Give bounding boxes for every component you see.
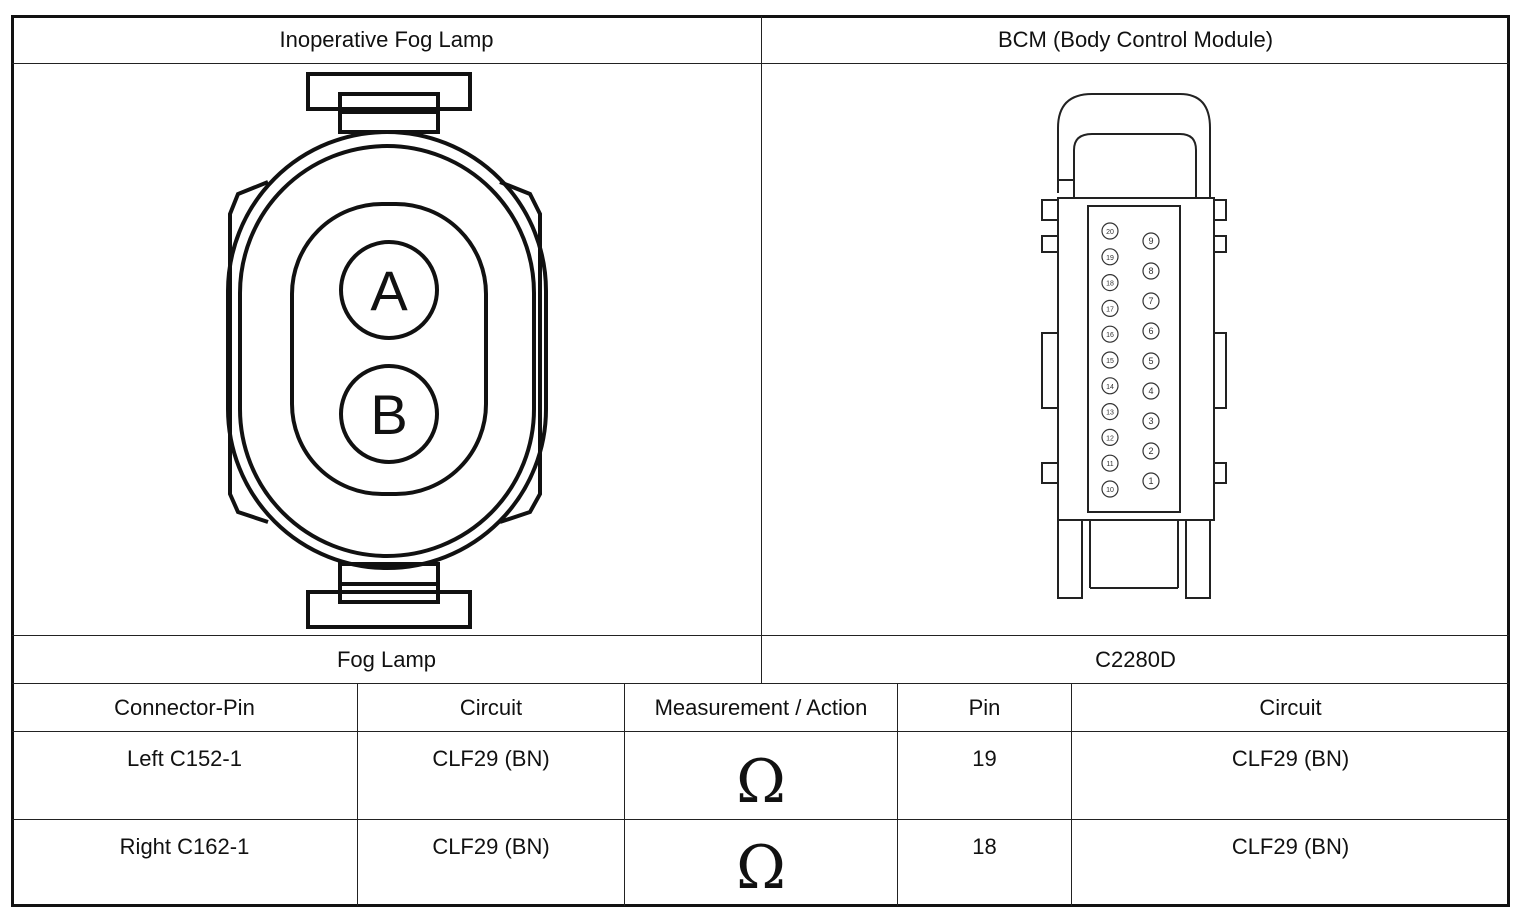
- table-header-connector-pin: Connector-Pin: [12, 684, 357, 731]
- center-divider: [761, 16, 762, 684]
- bcm-pin-10: 10: [1101, 480, 1119, 498]
- bcm-pin-15: 15: [1101, 351, 1119, 369]
- pin-a-label-cell: A: [341, 242, 437, 338]
- pin-b-label: B: [370, 382, 408, 446]
- header-label: Measurement / Action: [654, 694, 868, 720]
- table-row-2-bcm-circuit: CLF29 (BN): [1072, 820, 1509, 906]
- bcm-pin-8: 8: [1142, 262, 1160, 280]
- table-row-2-connector-pin: Right C162-1: [12, 820, 357, 906]
- bcm-pin-3: 3: [1142, 412, 1160, 430]
- header-divider: [12, 63, 1509, 64]
- cell-text: Right C162-1: [119, 834, 250, 859]
- bcm-pin-2: 2: [1142, 442, 1160, 460]
- bcm-pin-label: 6: [1148, 326, 1153, 336]
- bcm-pin-label: 4: [1148, 386, 1153, 396]
- bcm-pin-12: 12: [1101, 428, 1119, 446]
- cell-text: 18: [972, 834, 997, 859]
- bcm-pin-5: 5: [1142, 352, 1160, 370]
- bcm-pin-19: 19: [1101, 248, 1119, 266]
- table-row-divider: [12, 819, 1509, 820]
- ohm-icon: Ω: [736, 746, 786, 817]
- bcm-pin-13: 13: [1101, 403, 1119, 421]
- bcm-pin-4: 4: [1142, 382, 1160, 400]
- pin-a-icon: [339, 240, 439, 340]
- bcm-pin-label: 7: [1148, 296, 1153, 306]
- table-header-circuit: Circuit: [358, 684, 624, 731]
- bcm-pin-label: 19: [1106, 255, 1114, 262]
- bcm-pin-11: 11: [1101, 454, 1119, 472]
- table-row-2-measurement: Ω: [625, 820, 897, 906]
- bcm-pin-16: 16: [1101, 325, 1119, 343]
- bcm-pin-14: 14: [1101, 377, 1119, 395]
- table-row-1-measurement: Ω: [625, 732, 897, 819]
- bcm-pin-label: 18: [1106, 281, 1114, 288]
- bcm-pin-20: 20: [1101, 222, 1119, 240]
- header-label: Connector-Pin: [114, 694, 255, 720]
- pin-a-label: A: [370, 258, 408, 322]
- bcm-pin-18: 18: [1101, 274, 1119, 292]
- cell-text: 19: [972, 746, 997, 771]
- bcm-pin-label: 14: [1106, 384, 1114, 391]
- bcm-pin-label: 17: [1106, 306, 1114, 313]
- table-header-pin: Pin: [898, 684, 1071, 731]
- bcm-pin-label: 1: [1148, 476, 1153, 486]
- bcm-pin-17: 17: [1101, 299, 1119, 317]
- bcm-pin-label: 16: [1106, 332, 1114, 339]
- table-header-divider: [12, 731, 1509, 732]
- right-title: BCM (Body Control Module): [997, 26, 1274, 52]
- bcm-pin-label: 5: [1148, 356, 1153, 366]
- bcm-connector-drawing: 20 19 18 17 16 15 14 13 12 11 10 9 8 7 6 5 4 3 2 1: [1041, 93, 1227, 599]
- ohm-icon: Ω: [736, 833, 786, 903]
- cell-text: Left C152-1: [127, 746, 242, 771]
- fog-lamp-caption: Fog Lamp: [336, 646, 437, 672]
- bcm-pin-label: 20: [1106, 229, 1114, 236]
- header-label: Pin: [968, 694, 1001, 720]
- bcm-pin-label: 12: [1106, 435, 1114, 442]
- bcm-pin-label: 2: [1148, 446, 1153, 456]
- left-header: Inoperative Fog Lamp: [12, 16, 761, 63]
- table-row-1-connector-pin: Left C152-1: [12, 732, 357, 819]
- bcm-pin-1: 1: [1142, 472, 1160, 490]
- table-col-divider-4: [1071, 684, 1072, 906]
- right-header: BCM (Body Control Module): [762, 16, 1509, 63]
- pin-b-label-cell: B: [341, 366, 437, 462]
- bcm-pin-label: 11: [1106, 461, 1113, 468]
- fog-lamp-connector-drawing: [226, 72, 548, 629]
- bcm-pin-label: 8: [1148, 266, 1153, 276]
- table-row-1-bcm-circuit: CLF29 (BN): [1072, 732, 1509, 819]
- table-row-2-circuit: CLF29 (BN): [358, 820, 624, 906]
- bcm-pin-label: 15: [1106, 358, 1114, 365]
- cell-text: CLF29 (BN): [432, 834, 550, 859]
- cell-text: CLF29 (BN): [1231, 834, 1350, 859]
- left-title: Inoperative Fog Lamp: [279, 26, 494, 52]
- header-label: Circuit: [459, 694, 523, 720]
- bcm-pin-label: 13: [1106, 410, 1114, 417]
- table-header-bcm-circuit: Circuit: [1072, 684, 1509, 731]
- caption-divider: [12, 683, 1509, 684]
- table-col-divider-2: [624, 684, 625, 906]
- pin-b-icon: [339, 364, 439, 464]
- bcm-pin-label: 3: [1148, 416, 1153, 426]
- bcm-pin-grid: 20 19 18 17 16 15 14 13 12 11 10 9 8 7 6 5 4 3 2 1: [1101, 222, 1160, 498]
- bcm-pin-label: 9: [1148, 236, 1153, 246]
- table-col-divider-3: [897, 684, 898, 906]
- bcm-pin-7: 7: [1142, 292, 1160, 310]
- table-row-1-pin: 19: [898, 732, 1071, 819]
- cell-text: CLF29 (BN): [432, 746, 550, 771]
- diagram-frame: [11, 15, 1510, 907]
- image-divider: [12, 635, 1509, 636]
- bcm-pin-6: 6: [1142, 322, 1160, 340]
- header-label: Circuit: [1259, 694, 1322, 720]
- bcm-caption-cell: C2280D: [762, 636, 1509, 683]
- bcm-pin-9: 9: [1142, 232, 1160, 250]
- bcm-pin-label: 10: [1106, 487, 1114, 494]
- table-header-measurement: Measurement / Action: [625, 684, 897, 731]
- bcm-caption: C2280D: [1095, 646, 1176, 672]
- cell-text: CLF29 (BN): [1231, 746, 1350, 771]
- table-col-divider-1: [357, 684, 358, 906]
- table-row-1-circuit: CLF29 (BN): [358, 732, 624, 819]
- fog-lamp-caption-cell: Fog Lamp: [12, 636, 761, 683]
- table-row-2-pin: 18: [898, 820, 1071, 906]
